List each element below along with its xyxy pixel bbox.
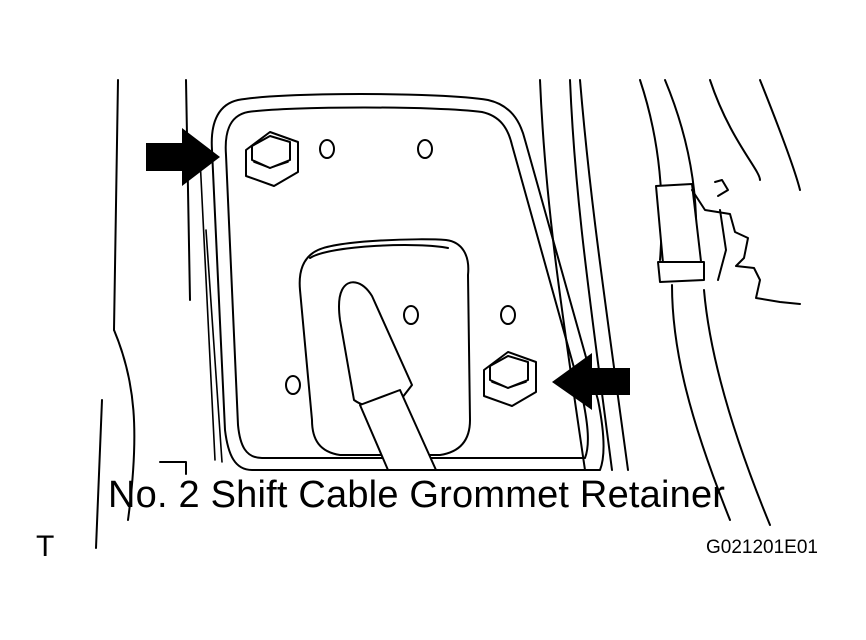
lower-bolt bbox=[483, 351, 537, 407]
retainer-outer-outline bbox=[210, 93, 605, 471]
right-frame-line-a bbox=[539, 79, 586, 471]
corner-letter: T bbox=[36, 530, 55, 563]
hose-bottom-right bbox=[703, 289, 771, 526]
cable-opening bbox=[298, 238, 471, 456]
far-right-line-a bbox=[709, 79, 761, 181]
hole bbox=[417, 139, 433, 159]
bracket-edge bbox=[691, 189, 801, 305]
far-right-line-b bbox=[759, 79, 801, 191]
left-inner-line bbox=[185, 79, 191, 301]
right-frame-line-c bbox=[579, 79, 629, 471]
callout-label: No. 2 Shift Cable Grommet Retainer bbox=[108, 474, 726, 516]
hole bbox=[285, 375, 301, 395]
opening-rim bbox=[309, 244, 449, 259]
hole bbox=[500, 305, 516, 325]
left-bracket bbox=[159, 461, 187, 475]
hole bbox=[319, 139, 335, 159]
hose-bottom-left bbox=[671, 284, 731, 521]
bracket-tab bbox=[714, 179, 729, 197]
left-side-line-b bbox=[199, 157, 216, 461]
figure-code: G021201E01 bbox=[706, 537, 818, 558]
retainer-inner-outline bbox=[224, 106, 589, 459]
upper-bolt bbox=[245, 131, 299, 187]
cable-boot bbox=[337, 281, 413, 409]
bracket-inner bbox=[717, 209, 727, 281]
arrow-left-icon bbox=[552, 353, 630, 410]
left-frame-curve bbox=[113, 329, 136, 521]
left-frame-line bbox=[113, 79, 119, 331]
left-edge-line bbox=[95, 399, 103, 549]
cable-shaft bbox=[359, 389, 437, 471]
hose-top-left bbox=[639, 79, 663, 261]
arrow-right-icon bbox=[146, 128, 220, 186]
right-frame-line-b bbox=[569, 79, 613, 471]
left-side-line-a bbox=[205, 229, 223, 463]
hose-clamp-band bbox=[657, 261, 705, 283]
hole bbox=[403, 305, 419, 325]
